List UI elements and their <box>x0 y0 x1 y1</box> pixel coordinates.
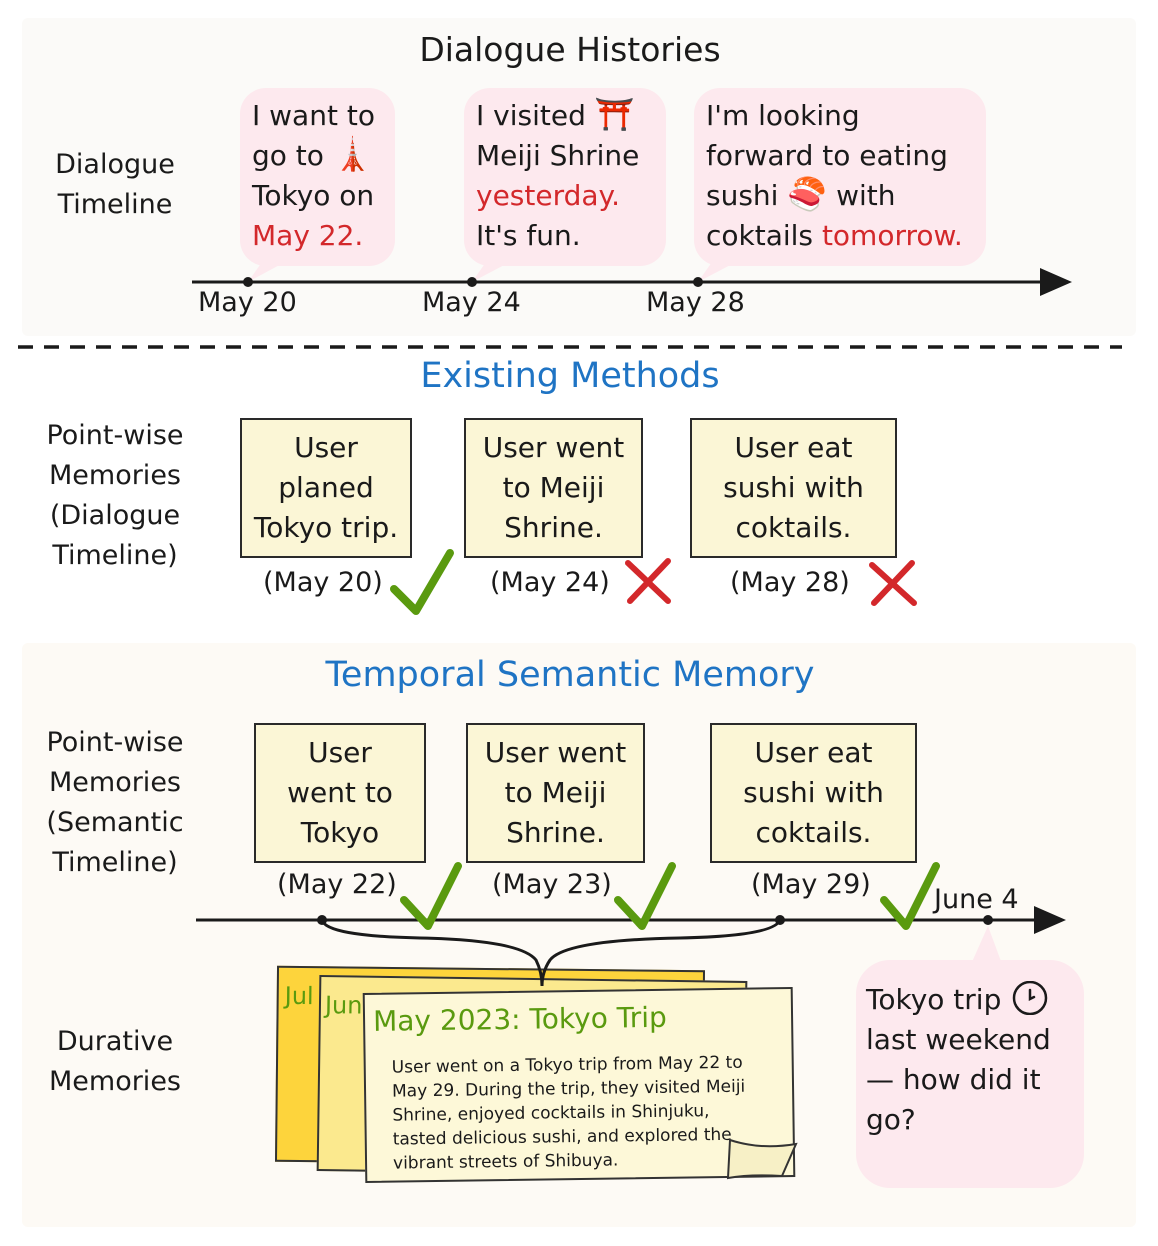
card-fold-icon <box>726 1138 798 1180</box>
duration-brace <box>320 919 782 987</box>
check-icon <box>390 549 454 615</box>
existing-note-2: User went to Meiji Shrine. <box>464 418 643 558</box>
semantic-date-1: (May 22) <box>277 869 397 900</box>
dialogue-bubble-2: I visited ⛩️ Meiji Shrine yesterday. It'… <box>464 88 666 266</box>
existing-date-2: (May 24) <box>490 567 610 598</box>
semantic-note-1: User went to Tokyo <box>254 723 426 863</box>
check-icon <box>400 862 462 930</box>
dialogue-bubble-3: I'm looking forward to eating sushi 🍣 wi… <box>694 88 986 266</box>
semantic-dot-query <box>983 915 993 925</box>
existing-methods-title: Existing Methods <box>420 356 720 396</box>
existing-marks <box>390 549 917 615</box>
sushi-icon: 🍣 <box>787 175 828 213</box>
query-date: June 4 <box>934 884 1019 915</box>
bubble-tail-2 <box>472 262 510 282</box>
semantic-arrow-icon <box>1034 906 1066 934</box>
timeline-date-2: May 24 <box>422 287 521 318</box>
dialogue-timeline-label: Dialogue Timeline <box>55 149 175 220</box>
bubble-tail-3 <box>698 262 736 282</box>
timeline-dot-3 <box>693 277 703 287</box>
dialogue-timeline <box>192 262 1072 296</box>
query-bubble-tail <box>972 926 1002 964</box>
cross-icon <box>869 560 917 606</box>
timeline-dot-2 <box>467 277 477 287</box>
semantic-timeline <box>196 862 1066 987</box>
timeline-date-3: May 28 <box>646 287 745 318</box>
existing-date-1: (May 20) <box>263 567 383 598</box>
existing-date-3: (May 28) <box>730 567 850 598</box>
semantic-date-3: (May 29) <box>751 869 871 900</box>
durative-memories-label: Durative Memories <box>48 1026 181 1097</box>
dialogue-histories-title: Dialogue Histories <box>419 30 721 69</box>
bubble-tail-1 <box>248 262 285 282</box>
check-icon <box>614 862 676 930</box>
section-divider <box>18 345 1122 349</box>
query-bubble: Tokyo trip last weekend — how did it go? <box>856 960 1084 1188</box>
temporal-memory-title: Temporal Semantic Memory <box>325 655 815 695</box>
shrine-gate-icon: ⛩️ <box>594 95 635 133</box>
timeline-dot-1 <box>243 277 253 287</box>
clock-icon <box>1013 980 1048 1016</box>
timeline-arrow-icon <box>1040 268 1072 296</box>
tokyo-tower-icon: 🗼 <box>332 135 373 173</box>
semantic-note-3: User eat sushi with coktails. <box>710 723 917 863</box>
cross-icon <box>625 558 671 604</box>
existing-note-1: User planed Tokyo trip. <box>240 418 412 558</box>
check-icon <box>880 862 940 930</box>
semantic-note-2: User went to Meiji Shrine. <box>466 723 645 863</box>
timeline-date-1: May 20 <box>198 287 297 318</box>
dialogue-bubble-1: I want to go to 🗼 Tokyo on May 22. <box>240 88 395 266</box>
pointwise-semantic-label: Point-wise Memories (Semantic Timeline) <box>46 727 184 878</box>
pointwise-dialogue-label: Point-wise Memories (Dialogue Timeline) <box>46 420 184 571</box>
semantic-date-2: (May 23) <box>492 869 612 900</box>
existing-note-3: User eat sushi with coktails. <box>690 418 897 558</box>
